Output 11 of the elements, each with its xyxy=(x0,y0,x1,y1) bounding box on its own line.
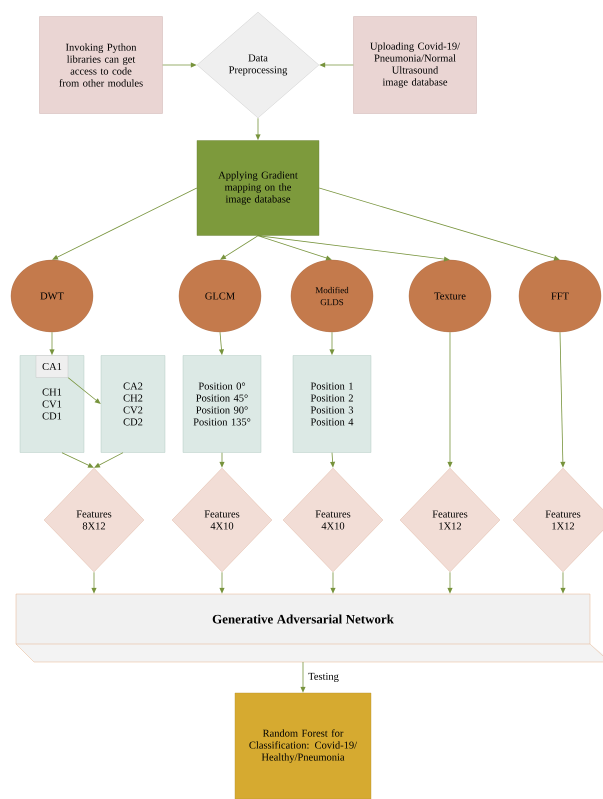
classifier-box: Random Forest for Classification: Covid-19/ Healthy/Pneumonia xyxy=(234,692,372,799)
position-box: Position 0° Position 45° Position 90° Position 135° xyxy=(182,355,262,453)
coefficient-box: CA2 CH2 CV2 CD2 xyxy=(100,355,166,453)
position-box: Position 1 Position 2 Position 3 Position 4 xyxy=(292,355,372,453)
arrow xyxy=(220,235,258,260)
process-box: Applying Gradient mapping on the image database xyxy=(196,140,320,236)
network-bar: Generative Adversarial Network xyxy=(16,594,603,662)
edge-label: Testing xyxy=(307,672,340,683)
process-box: Invoking Python libraries can get access to code from other modules xyxy=(39,16,163,114)
coefficient-label: CA1 xyxy=(36,355,68,378)
process-box: Uploading Covid-19/ Pneumonia/Normal Ultrasound image database xyxy=(353,16,477,114)
